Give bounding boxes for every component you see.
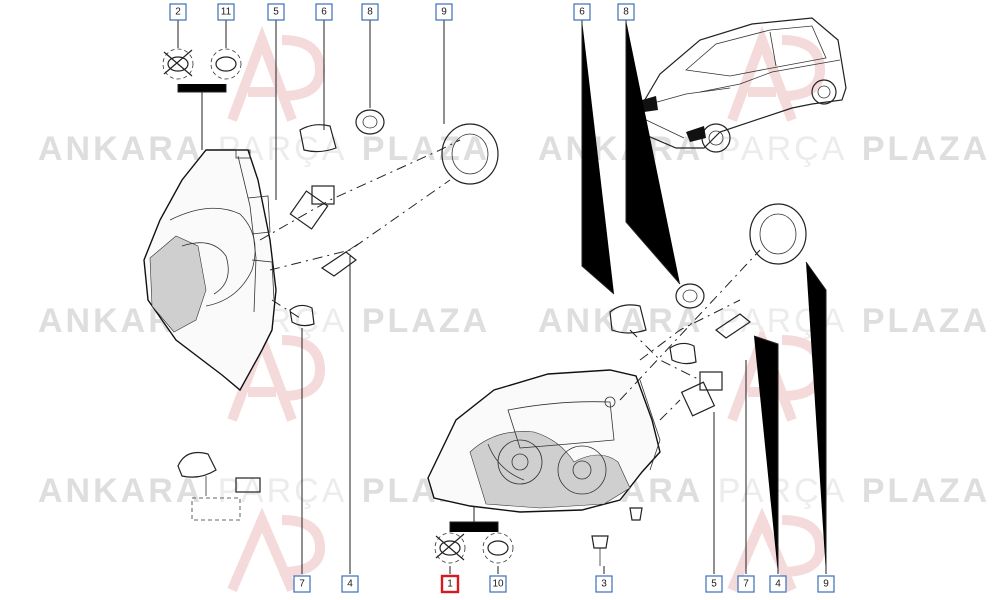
- callout-box: [617, 3, 635, 21]
- bulb-parts-right: [434, 203, 807, 566]
- callout-label: 5: [711, 579, 717, 590]
- callout-box: [435, 3, 453, 21]
- bulb-10-icon: [482, 532, 514, 564]
- callout-box: [737, 575, 755, 593]
- watermark-logo: [227, 507, 326, 592]
- watermark-text: ANKARA PARÇA PLAZA: [38, 130, 490, 168]
- callout-label: 8: [623, 7, 629, 18]
- callout-label: 11: [221, 7, 232, 18]
- callout-6-top[interactable]: 6: [315, 3, 333, 21]
- car-headlight-left: [642, 96, 658, 112]
- socket-8-icon: [355, 109, 385, 135]
- callout-box: [293, 575, 311, 593]
- callout-7-bottom[interactable]: 7: [293, 575, 311, 593]
- callout-10-bottom[interactable]: 10: [489, 575, 507, 593]
- bulb-11-top-icon: [210, 48, 242, 80]
- bulb-parts-left: [162, 48, 499, 521]
- callout-9-bottom-right[interactable]: 9: [817, 575, 835, 593]
- callout-11-top[interactable]: 11: [217, 3, 235, 21]
- callout-label: 9: [441, 7, 447, 18]
- callout-8-top-right[interactable]: 8: [617, 3, 635, 21]
- watermark-text: ANKARA PARÇA PLAZA: [38, 472, 490, 510]
- callout-9-top[interactable]: 9: [435, 3, 453, 21]
- callout-6-top-right[interactable]: 6: [573, 3, 591, 21]
- h7-bulb-5-icon: [289, 185, 335, 230]
- callout-box: [573, 3, 591, 21]
- callout-label: 4: [775, 579, 781, 590]
- callout-4-bottom[interactable]: 4: [341, 575, 359, 593]
- side-bulb-2-icon: [177, 451, 261, 521]
- callout-1-bottom-highlighted[interactable]: 1: [440, 574, 460, 594]
- callout-box: [361, 3, 379, 21]
- h7-bulb-5-right-icon: [680, 371, 723, 417]
- leader-lines: [177, 20, 827, 574]
- screw-3-icon: [591, 507, 643, 566]
- callout-box: [267, 3, 285, 21]
- headlight-right-assembly: [427, 369, 661, 513]
- callout-box: [769, 575, 787, 593]
- callout-box: [169, 3, 187, 21]
- callout-box: [440, 574, 460, 594]
- car-illustration: [639, 17, 847, 153]
- bulb-1-crossed-icon: [434, 532, 466, 564]
- callout-box: [217, 3, 235, 21]
- bulb-6-right-icon: [609, 304, 647, 334]
- bulb-7-right-icon: [669, 342, 697, 365]
- callouts: 2 11 5 6 8 9 6 8: [169, 3, 835, 594]
- callout-7-bottom-right[interactable]: 7: [737, 575, 755, 593]
- callout-label: 1: [447, 579, 453, 590]
- watermark-text: ANKARA PARÇA PLAZA: [538, 130, 990, 168]
- callout-label: 7: [743, 579, 749, 590]
- callout-4-bottom-right[interactable]: 4: [769, 575, 787, 593]
- watermark-logo: [227, 25, 326, 122]
- callout-label: 4: [347, 579, 353, 590]
- callout-5-bottom[interactable]: 5: [705, 575, 723, 593]
- callout-label: 10: [492, 579, 504, 590]
- bulb-4-right-icon: [714, 313, 752, 339]
- callout-label: 6: [321, 7, 327, 18]
- bulb-7-icon: [289, 304, 315, 327]
- callout-2-top[interactable]: 2: [169, 3, 187, 21]
- callout-5-top[interactable]: 5: [267, 3, 285, 21]
- bulb-4-icon: [320, 243, 359, 277]
- callout-8-top[interactable]: 8: [361, 3, 379, 21]
- cover-9-right-icon: [749, 203, 807, 265]
- callout-label: 3: [601, 579, 607, 590]
- bulb-2-top-crossed-icon: [162, 48, 194, 80]
- callout-label: 5: [273, 7, 279, 18]
- callout-box: [595, 575, 613, 593]
- callout-box: [315, 3, 333, 21]
- bulb-6-icon: [299, 124, 337, 153]
- socket-8-right-icon: [675, 283, 705, 309]
- callout-label: 7: [299, 579, 305, 590]
- assembly-guide-lines: [259, 139, 761, 421]
- watermark-logo: [727, 25, 826, 122]
- callout-label: 2: [175, 7, 181, 18]
- callout-label: 6: [579, 7, 585, 18]
- callout-box: [489, 575, 507, 593]
- car-headlight-right: [686, 126, 706, 142]
- watermark-text: ANKARA PARÇA PLAZA: [538, 302, 990, 340]
- callout-box: [817, 575, 835, 593]
- headlight-left-assembly: [143, 149, 277, 392]
- cover-9-icon: [441, 123, 499, 185]
- callout-3-bottom[interactable]: 3: [595, 575, 613, 593]
- callout-box: [705, 575, 723, 593]
- callout-label: 8: [367, 7, 373, 18]
- callout-label: 9: [823, 579, 829, 590]
- watermark-logo: [727, 507, 826, 592]
- callout-box: [341, 575, 359, 593]
